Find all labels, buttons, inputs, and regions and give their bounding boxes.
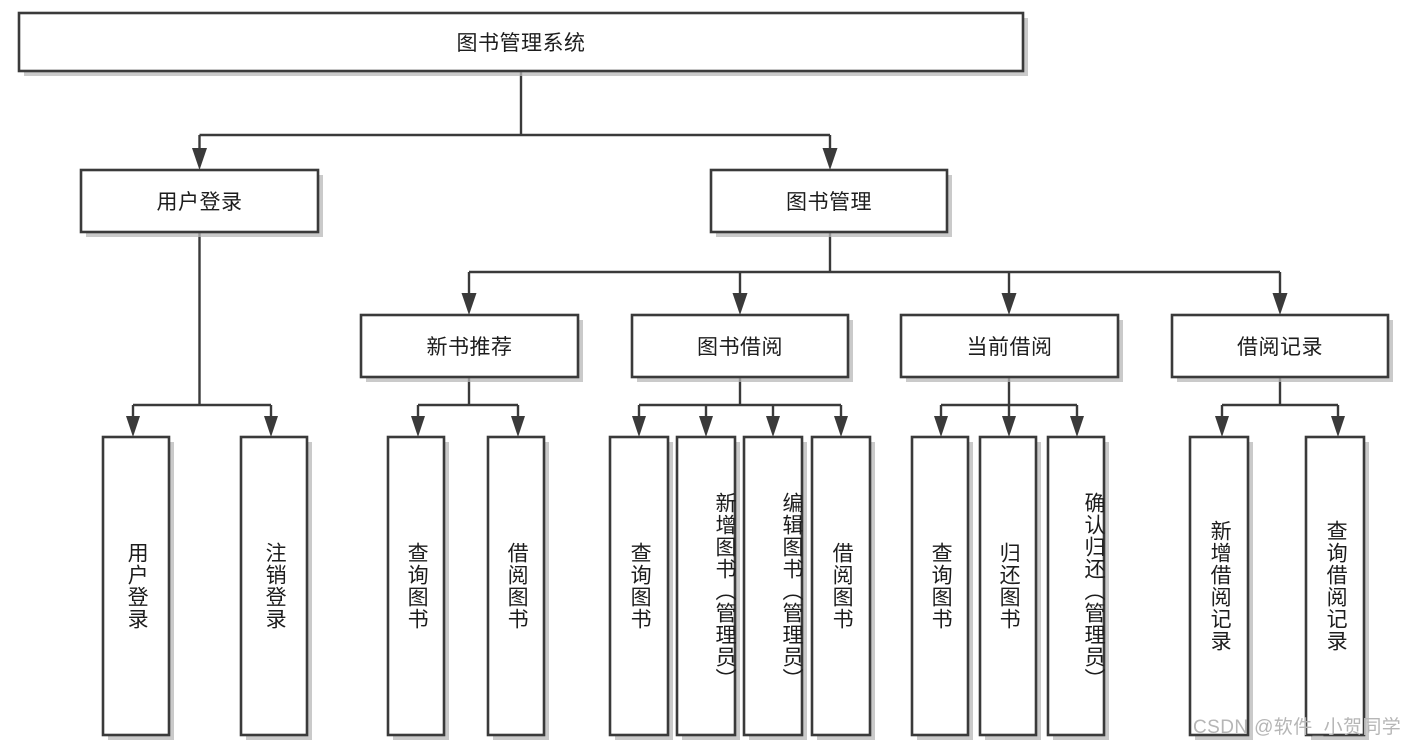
connector-book-manage-to-level3 [461,232,1288,315]
connector-book-borrow-to-leaves [632,377,848,437]
node-current-borrow[interactable] [899,313,1123,382]
leafbox-borrow-record-group[interactable] [1188,435,1369,740]
connector-root-to-level2 [192,71,838,170]
node-user-login[interactable] [79,168,323,237]
connector-current-borrow-to-leaves [934,377,1084,437]
connector-user-login-to-leaves [126,232,278,437]
connector-new-book-to-leaves [411,377,525,437]
node-new-book-recommend[interactable] [359,313,583,382]
leafbox-user-login-group[interactable] [101,435,312,740]
node-book-manage[interactable] [709,168,952,237]
leafbox-current-borrow-group[interactable] [910,435,1109,740]
node-root[interactable] [17,11,1028,76]
node-borrow-record[interactable] [1170,313,1393,382]
node-book-borrow[interactable] [630,313,853,382]
leafbox-new-book-group[interactable] [386,435,549,740]
leafbox-book-borrow-group[interactable] [608,435,875,740]
connector-borrow-record-to-leaves [1215,377,1345,437]
